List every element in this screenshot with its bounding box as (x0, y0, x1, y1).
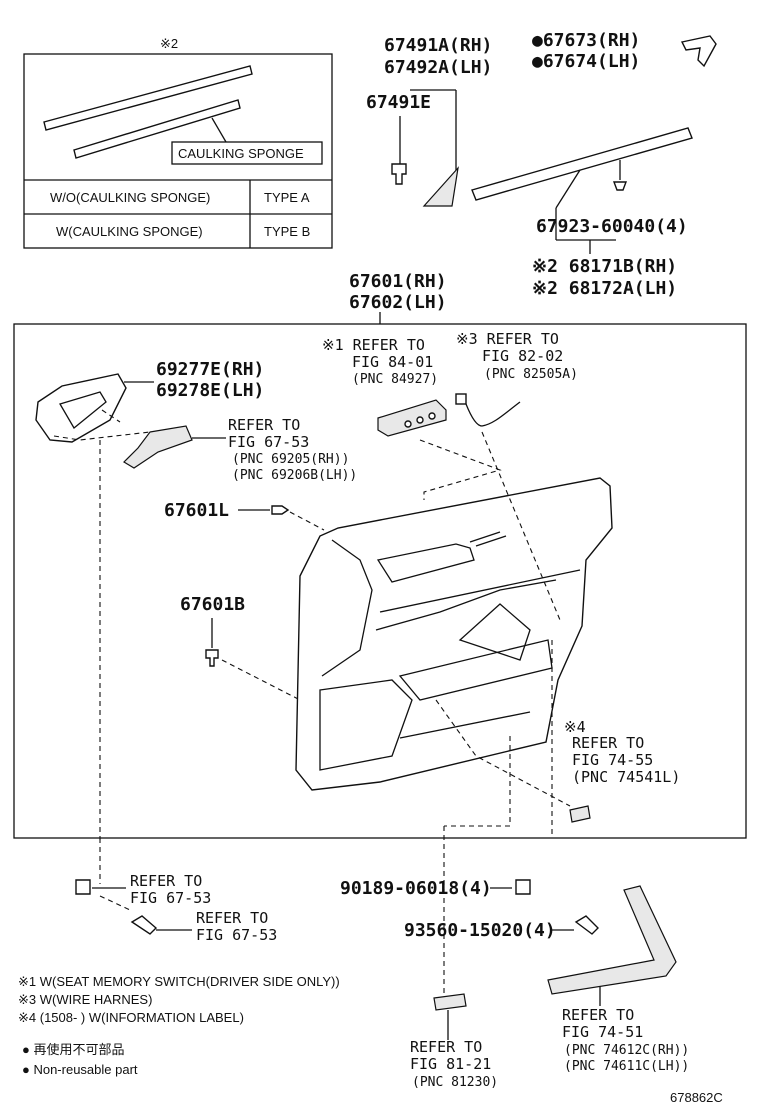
seat-memory-switch-icon (377, 399, 447, 437)
clip-nut-left-icon (75, 879, 91, 895)
refer-74-51-line1: REFER TO (562, 1006, 634, 1024)
inset-frame (23, 53, 333, 249)
legend-non-reusable-jp: ● 再使用不可部品 (22, 1042, 124, 1057)
inset-row2-type: TYPE B (264, 224, 310, 239)
weatherstrip-type-a-illustration (43, 65, 253, 131)
refer-67-53-screw-line2: FIG 67-53 (196, 926, 277, 944)
refer-74-55-line2: REFER TO (572, 734, 644, 752)
refer-82-02-line3: (PNC 82505A) (484, 367, 578, 382)
caulking-sponge-box (171, 141, 323, 165)
footnote-1: ※1 W(SEAT MEMORY SWITCH(DRIVER SIDE ONLY… (18, 974, 340, 989)
screw-left-icon (130, 915, 158, 935)
refer-81-21-line2: FIG 81-21 (410, 1055, 491, 1073)
refer-82-02-line1: ※3 REFER TO (456, 330, 559, 348)
inset-row2-condition: W(CAULKING SPONGE) (56, 224, 203, 239)
caulking-inset: ※2 CAULKING SPONGE W/O(CAULKING SPONGE) … (23, 36, 333, 249)
label-67673: ●67673(RH) (532, 30, 640, 51)
weatherstrip-type-b-illustration (73, 99, 241, 159)
refer-74-55-line4: (PNC 74541L) (572, 768, 680, 786)
screw-right-icon (574, 915, 599, 935)
label-69278e: 69278E(LH) (156, 380, 264, 401)
footnote-3: ※3 W(WIRE HARNES) (18, 992, 152, 1007)
corner-cover-piece (422, 166, 459, 207)
refer-74-51-line3: (PNC 74612C(RH)) (564, 1043, 689, 1058)
refer-81-21-line1: REFER TO (410, 1038, 482, 1056)
bracket-67673-icon (680, 35, 717, 68)
refer-74-51-line4: (PNC 74611C(LH)) (564, 1059, 689, 1074)
refer-67-53-handle-line4: (PNC 69206B(LH)) (232, 468, 357, 483)
refer-81-21-line3: (PNC 81230) (412, 1075, 498, 1090)
window-switch-icon (433, 993, 467, 1011)
clip-67601b-icon (205, 649, 219, 667)
label-93560: 93560-15020(4) (404, 920, 556, 941)
label-67923: 67923-60040(4) (536, 216, 688, 237)
clip-67491e-icon (391, 163, 407, 185)
label-67491a: 67491A(RH) (384, 35, 492, 56)
label-67602: 67602(LH) (349, 292, 447, 313)
refer-82-02-line2: FIG 82-02 (482, 347, 563, 365)
wire-harness-connector-icon (455, 393, 467, 405)
refer-67-53-handle-line1: REFER TO (228, 416, 300, 434)
label-67601l: 67601L (164, 500, 229, 521)
label-67674: ●67674(LH) (532, 51, 640, 72)
refer-67-53-clip-line2: FIG 67-53 (130, 889, 211, 907)
figure-id: 678862C (670, 1090, 723, 1105)
inset-row1-type: TYPE A (264, 190, 310, 205)
refer-74-55-line1: ※4 (564, 718, 586, 736)
inset-note-mark: ※2 (160, 36, 178, 51)
inside-handle-bracket (35, 373, 127, 443)
refer-67-53-screw-line1: REFER TO (196, 909, 268, 927)
refer-67-53-handle-line3: (PNC 69205(RH)) (232, 452, 349, 467)
refer-67-53-clip-line1: REFER TO (130, 872, 202, 890)
refer-74-55-line3: FIG 74-55 (572, 751, 653, 769)
clip-67601l-icon (271, 505, 290, 515)
moulding-clip-icon (612, 181, 628, 191)
belt-moulding-strip (471, 127, 693, 201)
label-67491e: 67491E (366, 92, 431, 113)
label-68172a: ※2 68172A(LH) (532, 278, 677, 299)
refer-84-01-line2: FIG 84-01 (352, 353, 433, 371)
refer-84-01-line3: (PNC 84927) (352, 372, 438, 387)
label-67601: 67601(RH) (349, 271, 447, 292)
inset-row1-condition: W/O(CAULKING SPONGE) (50, 190, 210, 205)
label-68171b: ※2 68171B(RH) (532, 256, 677, 277)
refer-84-01-line1: ※1 REFER TO (322, 336, 425, 354)
door-trim-panel (295, 477, 613, 791)
door-garnish-strip (547, 885, 677, 995)
label-90189: 90189-06018(4) (340, 878, 492, 899)
refer-74-51-line2: FIG 74-51 (562, 1023, 643, 1041)
information-label-icon (569, 805, 591, 823)
label-69277e: 69277E(RH) (156, 359, 264, 380)
legend-non-reusable-en: ● Non-reusable part (22, 1062, 138, 1077)
label-67601b: 67601B (180, 594, 245, 615)
refer-67-53-handle-line2: FIG 67-53 (228, 433, 309, 451)
inside-handle-icon (123, 425, 193, 469)
label-67492a: 67492A(LH) (384, 57, 492, 78)
footnote-4: ※4 (1508- ) W(INFORMATION LABEL) (18, 1010, 244, 1025)
clip-nut-right-icon (515, 879, 531, 895)
caulking-sponge-label: CAULKING SPONGE (178, 146, 304, 161)
assembly-frame (13, 323, 747, 839)
